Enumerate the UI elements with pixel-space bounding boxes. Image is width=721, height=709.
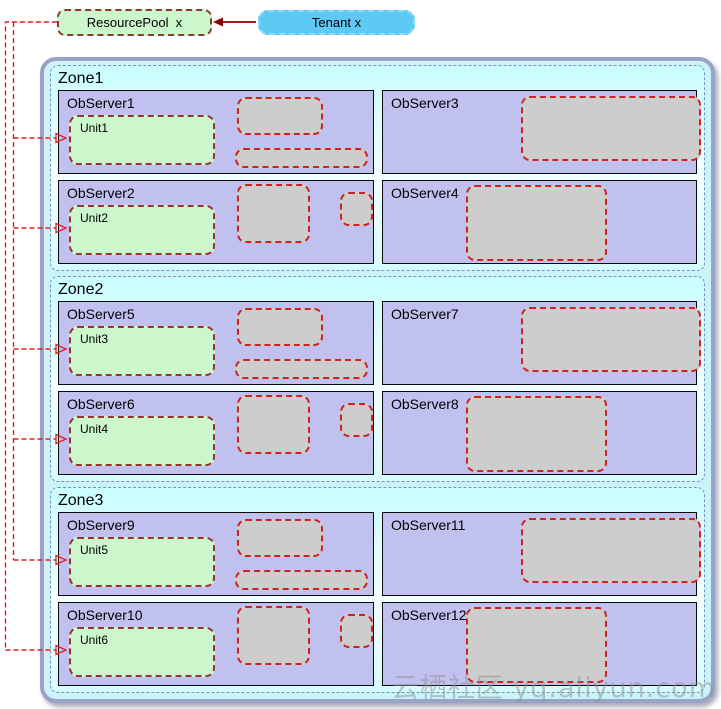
zone-label: Zone2: [58, 281, 104, 298]
unit-label: Unit6: [80, 633, 109, 647]
replica-placeholder: [237, 308, 323, 346]
observer-label: ObServer5: [67, 306, 135, 322]
observer-label: ObServer7: [391, 306, 459, 322]
replica-placeholder: [466, 607, 607, 683]
observer-box: ObServer7: [382, 301, 701, 385]
unit-box: Unit5: [69, 537, 215, 587]
observer-label: ObServer9: [67, 517, 135, 533]
replica-placeholder: [340, 403, 373, 437]
unit-label: Unit5: [80, 543, 109, 557]
resource-pool-box: ResourcePool x: [57, 9, 212, 36]
tenant-to-resourcepool-arrow: [213, 17, 256, 27]
replica-placeholder: [521, 518, 701, 583]
observer-label: ObServer12: [391, 607, 467, 623]
unit-box: Unit6: [69, 627, 215, 677]
replica-placeholder: [466, 396, 607, 472]
replica-placeholder: [521, 96, 701, 161]
unit-label: Unit2: [80, 211, 109, 225]
unit-label: Unit3: [80, 332, 109, 346]
observer-box: ObServer8: [382, 391, 697, 475]
unit-label: Unit4: [80, 422, 109, 436]
replica-placeholder: [340, 614, 373, 648]
site-watermark: 云栖社区 yq.aliyun.com: [391, 673, 716, 704]
resource-pool-label: ResourcePool x: [86, 15, 183, 30]
observer-box: ObServer3: [382, 90, 701, 174]
replica-placeholder: [521, 307, 701, 372]
unit-box: Unit1: [69, 115, 215, 165]
observer-label: ObServer8: [391, 396, 459, 412]
zone-label: Zone1: [58, 70, 104, 87]
zone-label: Zone3: [58, 492, 104, 509]
tenant-label: Tenant x: [311, 15, 362, 30]
replica-placeholder: [237, 519, 323, 557]
observer-label: ObServer2: [67, 185, 135, 201]
observer-label: ObServer11: [391, 517, 466, 533]
unit-box: Unit4: [69, 416, 215, 466]
observer-label: ObServer4: [391, 185, 459, 201]
replica-placeholder: [235, 359, 368, 379]
replica-placeholder: [466, 185, 607, 261]
replica-placeholder: [340, 192, 373, 226]
unit-box: Unit2: [69, 205, 215, 255]
replica-placeholder: [237, 184, 310, 243]
observer-label: ObServer3: [391, 95, 459, 111]
tenant-box: Tenant x: [258, 10, 415, 35]
replica-placeholder: [235, 148, 368, 168]
observer-label: ObServer6: [67, 396, 135, 412]
observer-label: ObServer1: [67, 95, 135, 111]
observer-box: ObServer11: [382, 512, 701, 596]
observer-label: ObServer10: [67, 607, 143, 623]
unit-label: Unit1: [80, 121, 109, 135]
unit-box: Unit3: [69, 326, 215, 376]
observer-box: ObServer4: [382, 180, 697, 264]
observer-box: ObServer12: [382, 602, 697, 686]
replica-placeholder: [237, 395, 310, 454]
replica-placeholder: [237, 97, 323, 135]
replica-placeholder: [237, 606, 310, 665]
replica-placeholder: [235, 570, 368, 590]
